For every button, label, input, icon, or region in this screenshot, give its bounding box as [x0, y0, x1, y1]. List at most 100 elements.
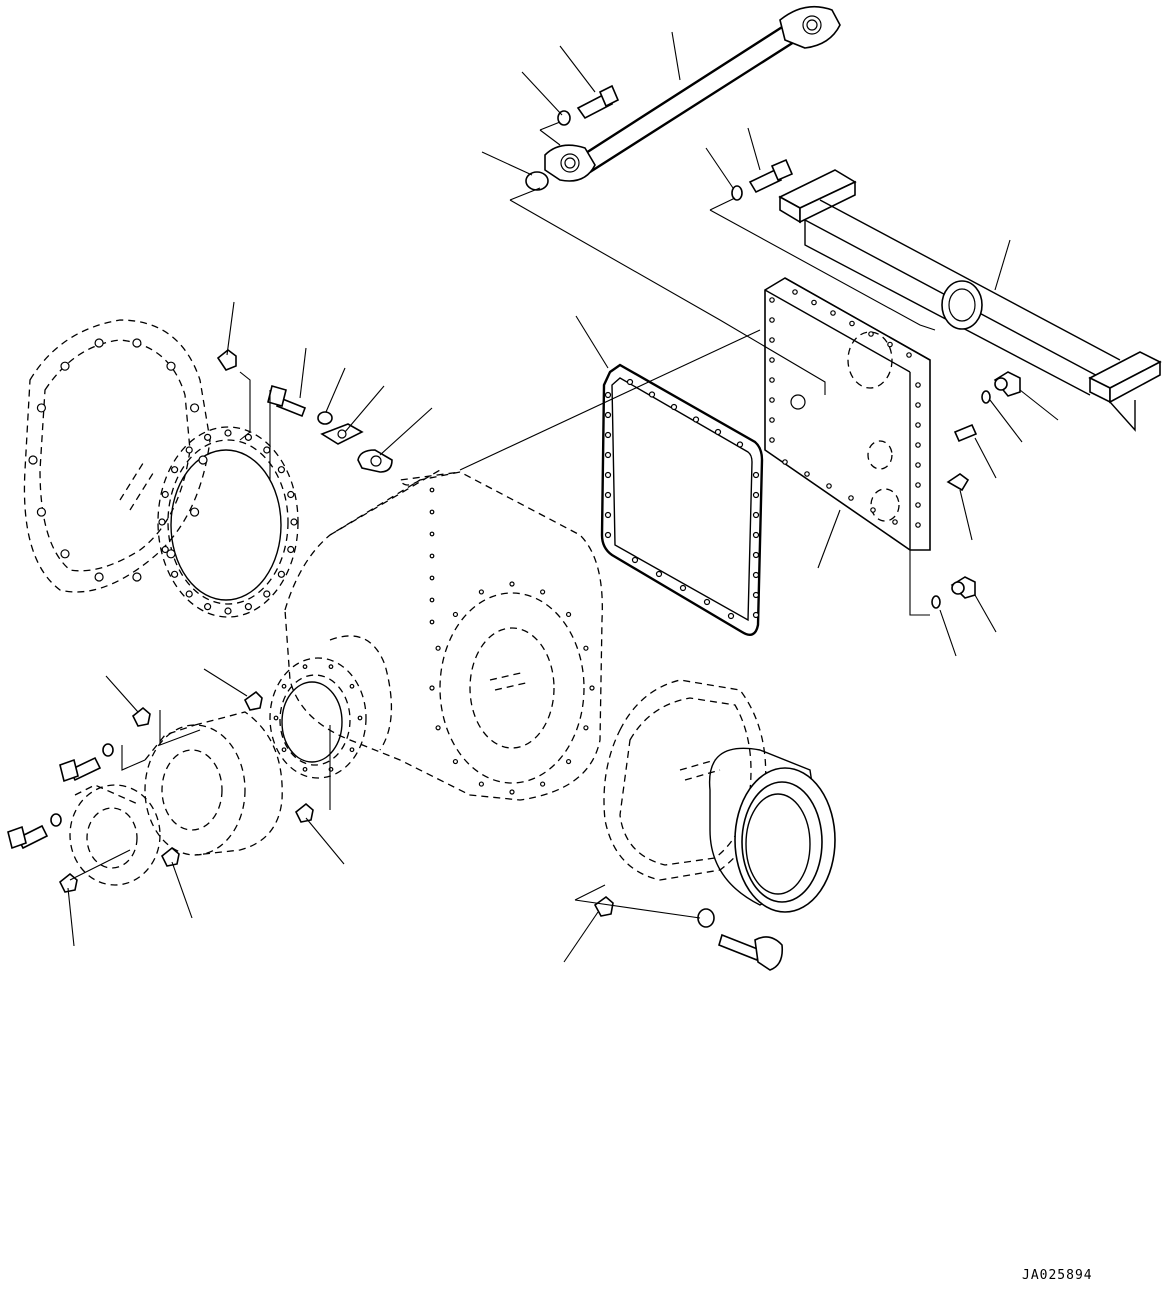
cover-plate-hole — [906, 352, 912, 358]
case-flange-hole — [478, 781, 484, 787]
cover-plate — [764, 277, 931, 551]
housing-flange-hole — [263, 446, 271, 454]
case-flange-hole — [583, 725, 589, 731]
case-flange-hole — [509, 789, 515, 795]
gasket-hole — [604, 471, 612, 479]
cover-plate-hole — [769, 437, 775, 443]
case-port-hole — [302, 766, 308, 772]
case-hole — [429, 619, 435, 625]
case-flange-hole — [540, 781, 546, 787]
gasket-hole — [648, 391, 656, 398]
gasket-hole — [727, 612, 735, 620]
bar-bolt — [748, 158, 794, 194]
housing-flange-hole — [171, 466, 179, 474]
housing-flange-hole — [244, 433, 252, 441]
housing-bolt-head — [189, 403, 200, 413]
cover-plate-hole — [782, 459, 788, 465]
housing-bolt-head — [60, 361, 70, 371]
oil-pipe — [544, 5, 841, 182]
gasket-hole — [752, 591, 760, 599]
gasket-holes — [604, 378, 760, 620]
case-hole — [429, 553, 435, 559]
cover-plate-hole — [830, 310, 836, 316]
case-port-hole — [349, 747, 355, 753]
case-flange-hole — [435, 645, 441, 651]
housing-bolt-head — [94, 338, 104, 348]
housing-bolt-head — [132, 338, 142, 348]
case-flange-hole — [565, 758, 572, 765]
flange-plate-2 — [357, 449, 393, 473]
case-port-hole — [328, 664, 334, 670]
housing-flange-hole — [263, 590, 271, 598]
housing-flange-hole — [244, 603, 252, 611]
housing-flange-hole — [204, 603, 212, 611]
final-drive-washer — [697, 908, 715, 928]
cover-plate-hole — [915, 442, 921, 448]
housing-bolt-head — [36, 507, 47, 517]
gasket-hole — [752, 511, 760, 519]
plug-final-drive — [593, 895, 614, 917]
cover-plate-hole — [915, 382, 921, 388]
cover-plate-hole — [792, 289, 798, 295]
cover-plate-hole — [769, 317, 775, 323]
housing-flange-hole — [224, 607, 232, 615]
housing-bolt-head — [166, 361, 176, 371]
cover-gasket — [600, 363, 764, 636]
housing-bolt-head — [132, 572, 142, 582]
main-case-holes — [273, 487, 595, 795]
plug-middle — [946, 473, 970, 492]
case-washer — [317, 411, 333, 425]
gasket-hole — [752, 491, 760, 499]
breather-plug — [216, 348, 237, 371]
cover-plate-hole — [868, 331, 874, 337]
gasket-hole — [714, 428, 722, 436]
pipe-bolt — [576, 84, 620, 120]
main-case — [269, 469, 603, 801]
case-flange-hole — [478, 589, 484, 595]
case-hole — [429, 597, 435, 603]
cover-plate-hole — [811, 299, 817, 306]
gasket-hole — [679, 584, 687, 592]
housing-bolt-head — [166, 549, 176, 559]
housing-flange-hole — [277, 570, 285, 578]
case-hole — [429, 531, 435, 537]
gasket-hole — [604, 531, 612, 539]
cover-plate-hole — [826, 483, 832, 489]
housing-bolt-head — [198, 455, 208, 465]
housing-flange-hole — [158, 518, 166, 526]
case-flange-hole — [435, 725, 441, 731]
cover-plate-hole — [769, 397, 775, 403]
case-port-hole — [281, 747, 287, 753]
plug-hub-b — [243, 690, 263, 711]
case-flange-hole — [589, 685, 595, 691]
gasket-hole — [752, 471, 760, 479]
case-bolt — [267, 385, 307, 418]
gear-housing-bolts — [28, 338, 298, 615]
flange-plate — [320, 423, 364, 445]
housing-bolt-head — [36, 403, 47, 413]
cover-plate-hole — [915, 502, 921, 508]
cover-plate-hole — [915, 402, 921, 408]
housing-flange-hole — [185, 590, 193, 598]
case-flange-hole — [540, 589, 546, 595]
gasket-hole — [604, 451, 612, 459]
gasket-hole — [752, 611, 760, 619]
cover-plate-holes — [769, 289, 921, 528]
dowel-pin — [953, 423, 978, 443]
gasket-hole — [631, 556, 639, 564]
cover-plate-hole — [915, 482, 921, 488]
mounting-bar — [778, 169, 1162, 432]
gasket-hole — [670, 403, 678, 411]
case-port-hole — [273, 715, 279, 721]
gear-housing-left — [23, 319, 299, 618]
gasket-hole — [604, 431, 612, 439]
final-drive-housing — [603, 679, 836, 913]
cover-plate-hole — [870, 507, 876, 513]
callout-leaders — [67, 31, 1059, 963]
case-flange-hole — [565, 611, 572, 618]
cover-plate-hole — [804, 471, 810, 477]
gasket-hole — [703, 598, 711, 606]
hub-bolt-upper — [59, 756, 102, 783]
case-flange-hole — [429, 685, 435, 691]
housing-bolt-head — [189, 507, 200, 517]
